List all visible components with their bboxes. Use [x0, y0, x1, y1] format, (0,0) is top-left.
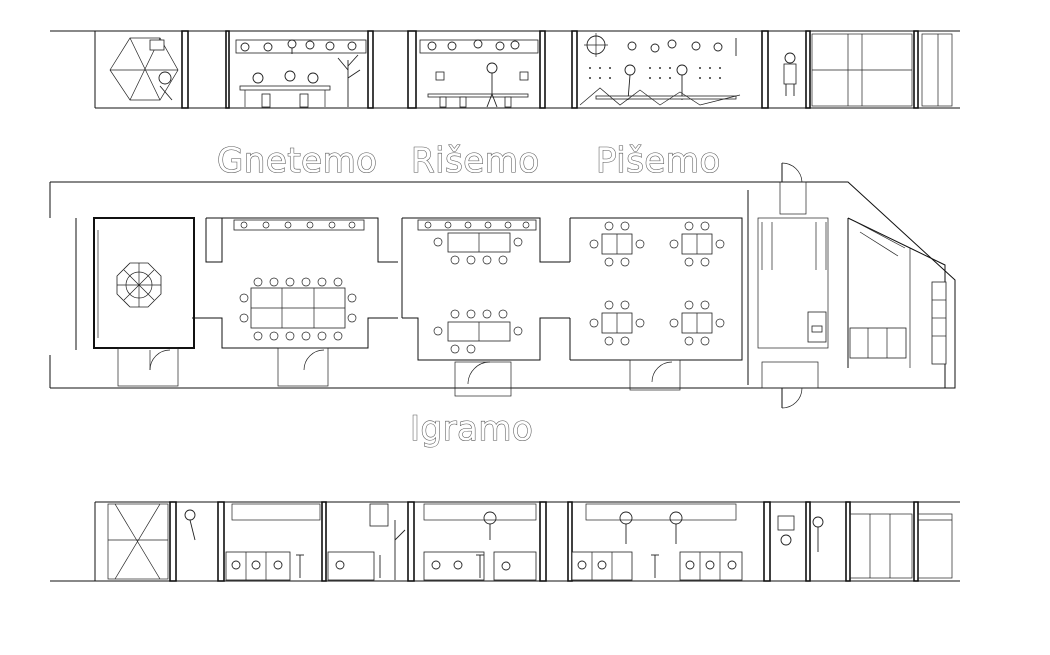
top-elevation	[50, 30, 960, 109]
tower-bottom-elevation	[107, 503, 196, 580]
service-area-plan	[757, 162, 947, 409]
tower-room-plan	[93, 217, 195, 387]
knead-bottom-elevation	[225, 503, 406, 581]
draw-room-plan	[401, 217, 570, 397]
floor-plan	[49, 162, 956, 409]
label-knead: Gnetemo	[217, 141, 377, 181]
knead-room-elevation	[235, 39, 367, 108]
write-room-elevation	[579, 33, 741, 106]
draw-room-elevation	[419, 39, 539, 108]
stair-elevation	[783, 33, 953, 107]
draw-bottom-elevation	[423, 503, 537, 581]
knead-room-plan	[192, 217, 398, 387]
write-room-plan	[569, 190, 749, 391]
label-draw: Rišemo	[411, 141, 540, 181]
tower-elevation	[109, 37, 179, 101]
label-write: Pišemo	[596, 141, 721, 181]
dot-board	[589, 67, 721, 79]
stair-bottom-elevation	[777, 513, 953, 579]
bottom-elevation	[50, 501, 960, 582]
write-bottom-elevation	[571, 503, 743, 581]
label-play: Igramo	[410, 409, 533, 449]
